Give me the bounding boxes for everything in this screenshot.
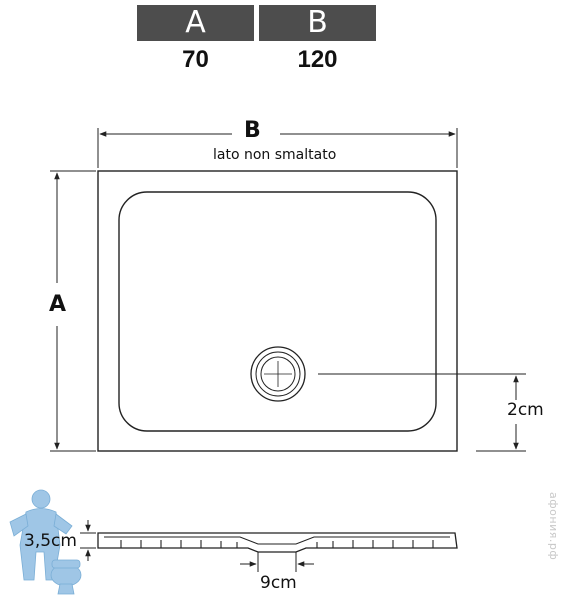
drain-width-label: 9cm	[260, 573, 297, 593]
depth-dimension	[80, 520, 96, 561]
drain-symbol	[250, 346, 306, 402]
value-a: 70	[182, 46, 209, 73]
drain-width-dimension	[240, 552, 314, 572]
width-label: B	[244, 118, 261, 143]
width-note: lato non smaltato	[213, 147, 337, 163]
watermark-text: афония.рф	[547, 492, 560, 561]
column-header-a: A	[137, 5, 254, 41]
width-dimension	[97, 128, 458, 168]
side-profile	[97, 532, 458, 553]
profile-ribs	[120, 540, 434, 548]
plumber-mascot-logo	[9, 489, 82, 595]
depth-label: 3,5cm	[24, 531, 77, 551]
drain-offset-dimension	[318, 373, 526, 452]
column-header-b: B	[259, 5, 376, 41]
height-dimension	[50, 170, 96, 452]
value-b: 120	[297, 46, 338, 73]
height-label: A	[49, 292, 67, 317]
tray-inner-basin	[118, 191, 437, 432]
drain-offset-label: 2cm	[507, 400, 544, 420]
tray-outer-outline	[97, 170, 458, 452]
